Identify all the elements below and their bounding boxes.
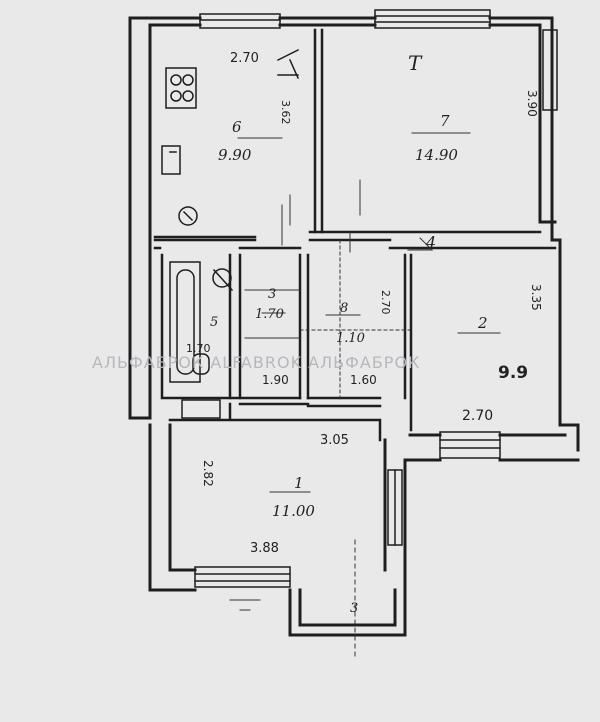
room-8-area: 1.10 — [336, 331, 365, 346]
room-1-dim-bottom: 3.88 — [250, 541, 279, 556]
windows — [181, 9, 558, 588]
room-8-dim-width: 2.70 — [379, 290, 392, 315]
room-7: Т 3.90 7 14.90 — [408, 51, 539, 164]
corridor-mark: 4 — [425, 233, 436, 252]
room-6-area: 9.90 — [218, 146, 252, 164]
balcony-label: 3 — [350, 601, 358, 616]
dimension-marks — [229, 132, 501, 661]
room-1-area: 11.00 — [272, 502, 315, 520]
room-2-dim-width: 2.70 — [462, 408, 493, 424]
room-2-area: 9.9 — [498, 363, 528, 383]
room-8-number: 8 — [340, 301, 348, 316]
room-6-number: 6 — [232, 118, 242, 136]
fixtures — [161, 48, 300, 383]
room-4-area: 1.90 — [262, 373, 289, 387]
room-6-dim-width: 2.70 — [230, 51, 259, 66]
room-5: 5 1.70 — [186, 315, 218, 355]
room-1-dim-side: 2.82 — [201, 460, 215, 487]
room-3-area: 1.70 — [255, 307, 284, 322]
room-7-number: 7 — [440, 112, 450, 130]
room-3: 3 1.70 — [255, 287, 284, 322]
room-8: 8 2.70 1.10 1.60 — [336, 290, 392, 387]
room-2-number: 2 — [477, 314, 488, 332]
room-5-number: 5 — [210, 315, 218, 330]
room-2: 3.35 2 9.9 2.70 — [462, 284, 543, 424]
room-7-area: 14.90 — [415, 146, 458, 164]
room-8-dim-length: 1.60 — [350, 373, 377, 387]
watermark-text: АЛЬФАБРОК ALFABROK АЛЬФАБРОК — [92, 353, 420, 372]
outer-walls — [128, 16, 580, 637]
room-6: 2.70 3.62 6 9.90 — [218, 51, 292, 164]
room-4: 1.90 — [262, 373, 289, 387]
room-3-number: 3 — [268, 287, 276, 302]
room-6-dim-height: 3.62 — [279, 100, 292, 125]
room-7-dim-depth: 3.90 — [525, 90, 539, 117]
room-2-dim-depth: 3.35 — [529, 284, 543, 311]
room-7-mark: Т — [408, 51, 423, 75]
interior-walls — [153, 28, 557, 442]
room-1-dim-top: 3.05 — [320, 433, 349, 448]
room-1-number: 1 — [294, 474, 304, 492]
room-1: 3.05 2.82 1 11.00 3.88 — [201, 433, 349, 556]
room-5-dim: 1.70 — [186, 342, 211, 355]
